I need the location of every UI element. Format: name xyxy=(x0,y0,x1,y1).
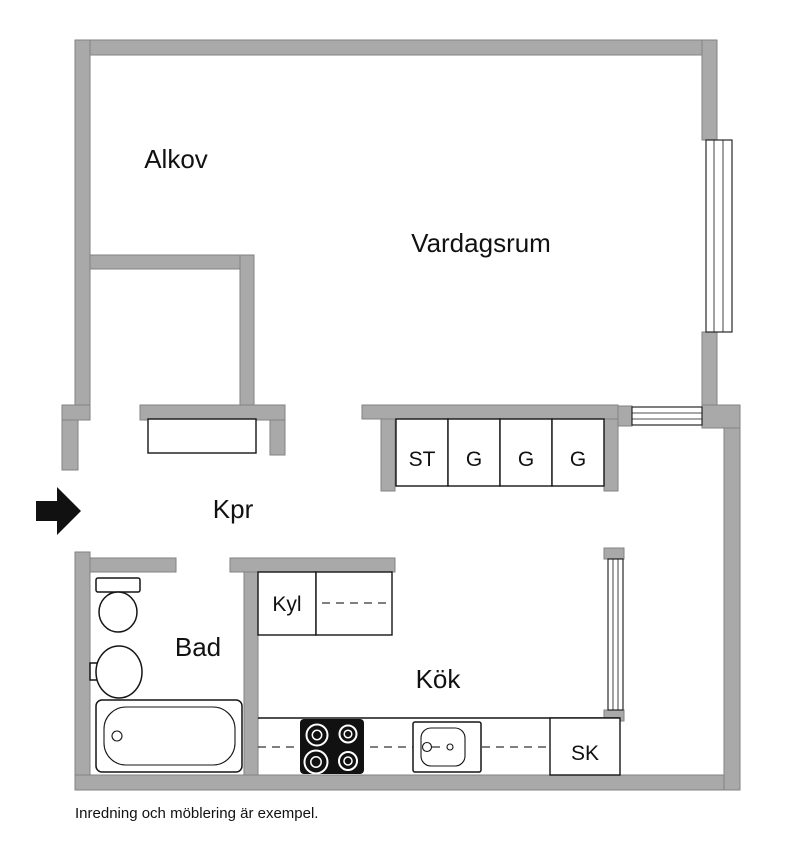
wall-segment xyxy=(61,404,91,421)
cabinet-g1 xyxy=(447,418,501,487)
sk-label: SK xyxy=(571,742,599,765)
wall-segment xyxy=(269,419,286,456)
kitchen-counter: SK xyxy=(258,717,621,776)
cabinet-label-g1: G xyxy=(466,448,482,471)
bathtub xyxy=(95,699,243,773)
sk-cabinet xyxy=(549,717,621,776)
cabinet-st xyxy=(395,418,449,487)
wall-segment xyxy=(89,557,177,573)
wall-segment xyxy=(74,774,741,791)
wall-segment xyxy=(74,39,91,406)
room-label-kok: Kök xyxy=(416,664,462,694)
room-label-bad: Bad xyxy=(175,632,221,662)
window-kitchen-top xyxy=(631,406,703,426)
wall-segment xyxy=(723,427,741,791)
fridge-unit: Kyl xyxy=(257,571,393,636)
stove xyxy=(300,719,364,775)
wall-segment xyxy=(701,404,741,429)
entrance-arrow-icon xyxy=(36,487,81,535)
fridge-box xyxy=(257,571,317,636)
cabinet-row: ST G G G xyxy=(395,418,605,487)
wall-segment xyxy=(701,39,718,141)
wall-segment xyxy=(603,547,625,560)
wall-segment xyxy=(74,39,718,56)
fridge-label: Kyl xyxy=(272,593,301,616)
room-label-kpr: Kpr xyxy=(213,494,254,524)
window-kitchen-right xyxy=(607,558,624,711)
wall-segment xyxy=(89,254,255,270)
caption-text: Inredning och möblering är exempel. xyxy=(75,805,318,822)
cabinet-label-g2: G xyxy=(518,448,534,471)
window-frame xyxy=(607,558,624,711)
cabinet-g3 xyxy=(551,418,605,487)
window-frame xyxy=(631,406,703,426)
hall-closet xyxy=(147,418,257,454)
bathroom-sink xyxy=(89,645,143,699)
window-frame xyxy=(705,139,733,333)
toilet xyxy=(95,577,141,633)
cabinet-label-g3: G xyxy=(570,448,586,471)
kitchen-sink xyxy=(412,721,482,773)
window-living-room xyxy=(705,139,733,333)
wall-segment xyxy=(74,551,91,791)
room-label-vardagsrum: Vardagsrum xyxy=(411,228,551,258)
wall-segment xyxy=(603,418,619,492)
wall-segment xyxy=(61,419,79,471)
wall-segment xyxy=(243,571,259,776)
wall-segment xyxy=(229,557,396,573)
wall-segment xyxy=(139,404,286,421)
wall-segment xyxy=(361,404,619,420)
wall-segment xyxy=(239,254,255,421)
cabinet-label-st: ST xyxy=(409,448,436,471)
room-label-alkov: Alkov xyxy=(144,144,208,174)
walls xyxy=(61,39,741,791)
wall-segment xyxy=(380,418,396,492)
wall-segment xyxy=(617,405,633,427)
cabinet-g2 xyxy=(499,418,553,487)
